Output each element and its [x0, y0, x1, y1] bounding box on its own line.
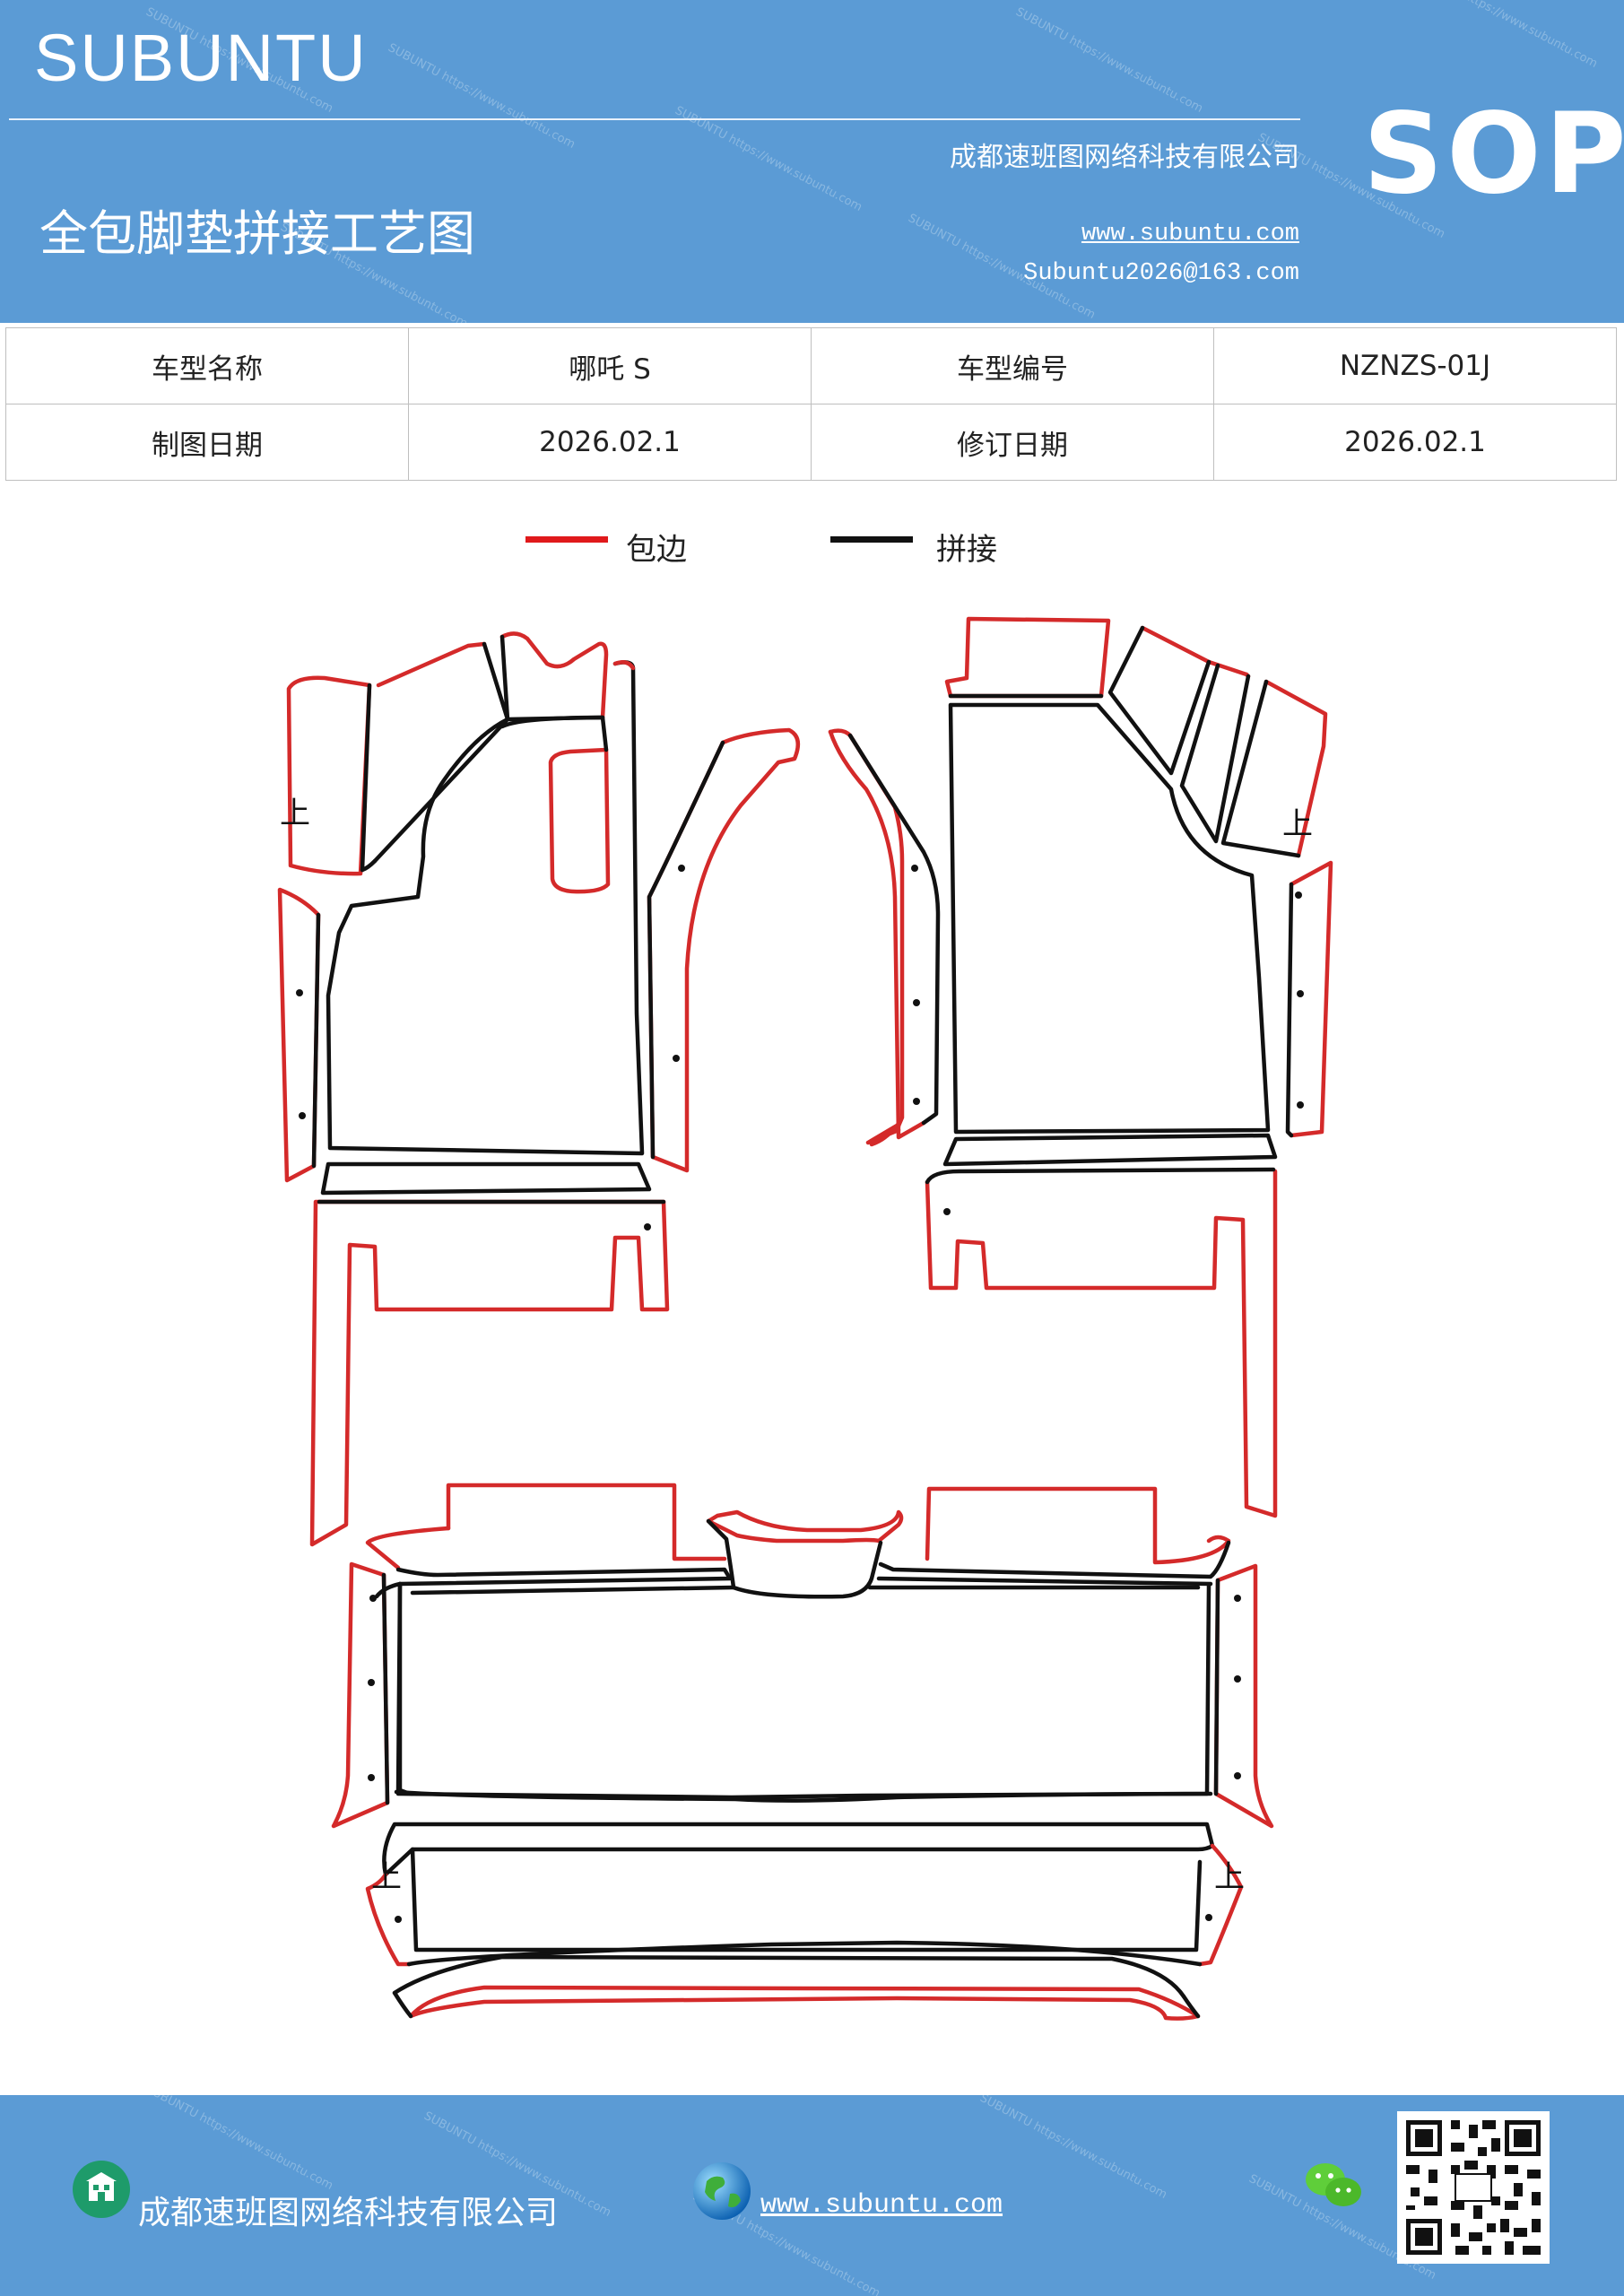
third-row-mat: 上 上 [365, 1822, 1245, 2021]
floor-mat-diagram: 上 上 [277, 616, 1333, 2021]
sop-badge: SOP [1363, 90, 1624, 219]
header-divider [9, 118, 1300, 120]
legend-label-seam: 拼接 [936, 532, 997, 568]
wechat-icon [1306, 2163, 1361, 2206]
rear-left-mat [309, 1199, 670, 1547]
rear-right-mat [925, 1167, 1278, 1518]
front-left-mat: 上 [277, 631, 801, 1196]
second-row-mat [331, 1483, 1274, 1829]
footer-company: 成都速班图网络科技有限公司 [138, 2195, 559, 2231]
website-link[interactable]: www.subuntu.com [1081, 221, 1299, 248]
draw-date-value: 2026.02.1 [408, 404, 812, 481]
footer-website-link[interactable]: www.subuntu.com [760, 2190, 1003, 2221]
revision-date-label: 修订日期 [811, 404, 1214, 481]
front-right-mat: 上 [828, 616, 1333, 1167]
email-address[interactable]: Subuntu2026@163.com [1023, 260, 1299, 287]
brand-name: SUBUNTU [34, 21, 368, 95]
legend-swatch-edge [525, 536, 608, 543]
watermark: SUBUNTU https://www.subuntu.com [673, 103, 864, 215]
up-mark: 上 [1282, 806, 1313, 842]
document-title: 全包脚垫拼接工艺图 [39, 205, 475, 262]
legend-swatch-seam [830, 536, 913, 543]
watermark: SUBUNTU https://www.subuntu.com [1408, 0, 1600, 72]
qr-code [1397, 2111, 1550, 2264]
up-mark: 上 [1214, 1859, 1245, 1895]
watermark: SUBUNTU https://www.subuntu.com [977, 2095, 1169, 2203]
up-mark: 上 [280, 796, 310, 831]
model-code-label: 车型编号 [811, 327, 1214, 404]
model-code-value: NZNZS-01J [1213, 327, 1617, 404]
legend: 包边 拼接 [0, 525, 1624, 570]
revision-date-value: 2026.02.1 [1213, 404, 1617, 481]
model-name-value: 哪吒 S [408, 327, 812, 404]
model-name-label: 车型名称 [5, 327, 409, 404]
globe-icon [693, 2162, 751, 2220]
building-icon [73, 2161, 130, 2218]
header-banner: SUBUNTU https://www.subuntu.com SUBUNTU … [0, 0, 1624, 323]
table-row: 车型名称 哪吒 S 车型编号 NZNZS-01J [5, 327, 1617, 404]
table-row: 制图日期 2026.02.1 修订日期 2026.02.1 [5, 404, 1617, 481]
company-name: 成都速班图网络科技有限公司 [950, 142, 1299, 173]
watermark: SUBUNTU https://www.subuntu.com [1013, 4, 1205, 117]
watermark: SUBUNTU https://www.subuntu.com [386, 40, 578, 152]
watermark: SUBUNTU https://www.subuntu.com [143, 2095, 335, 2194]
up-mark: 上 [371, 1859, 402, 1895]
draw-date-label: 制图日期 [5, 404, 409, 481]
footer-banner: SUBUNTU https://www.subuntu.com SUBUNTU … [0, 2095, 1624, 2296]
info-table: 车型名称 哪吒 S 车型编号 NZNZS-01J 制图日期 2026.02.1 … [5, 327, 1617, 481]
legend-label-edge: 包边 [626, 532, 687, 568]
